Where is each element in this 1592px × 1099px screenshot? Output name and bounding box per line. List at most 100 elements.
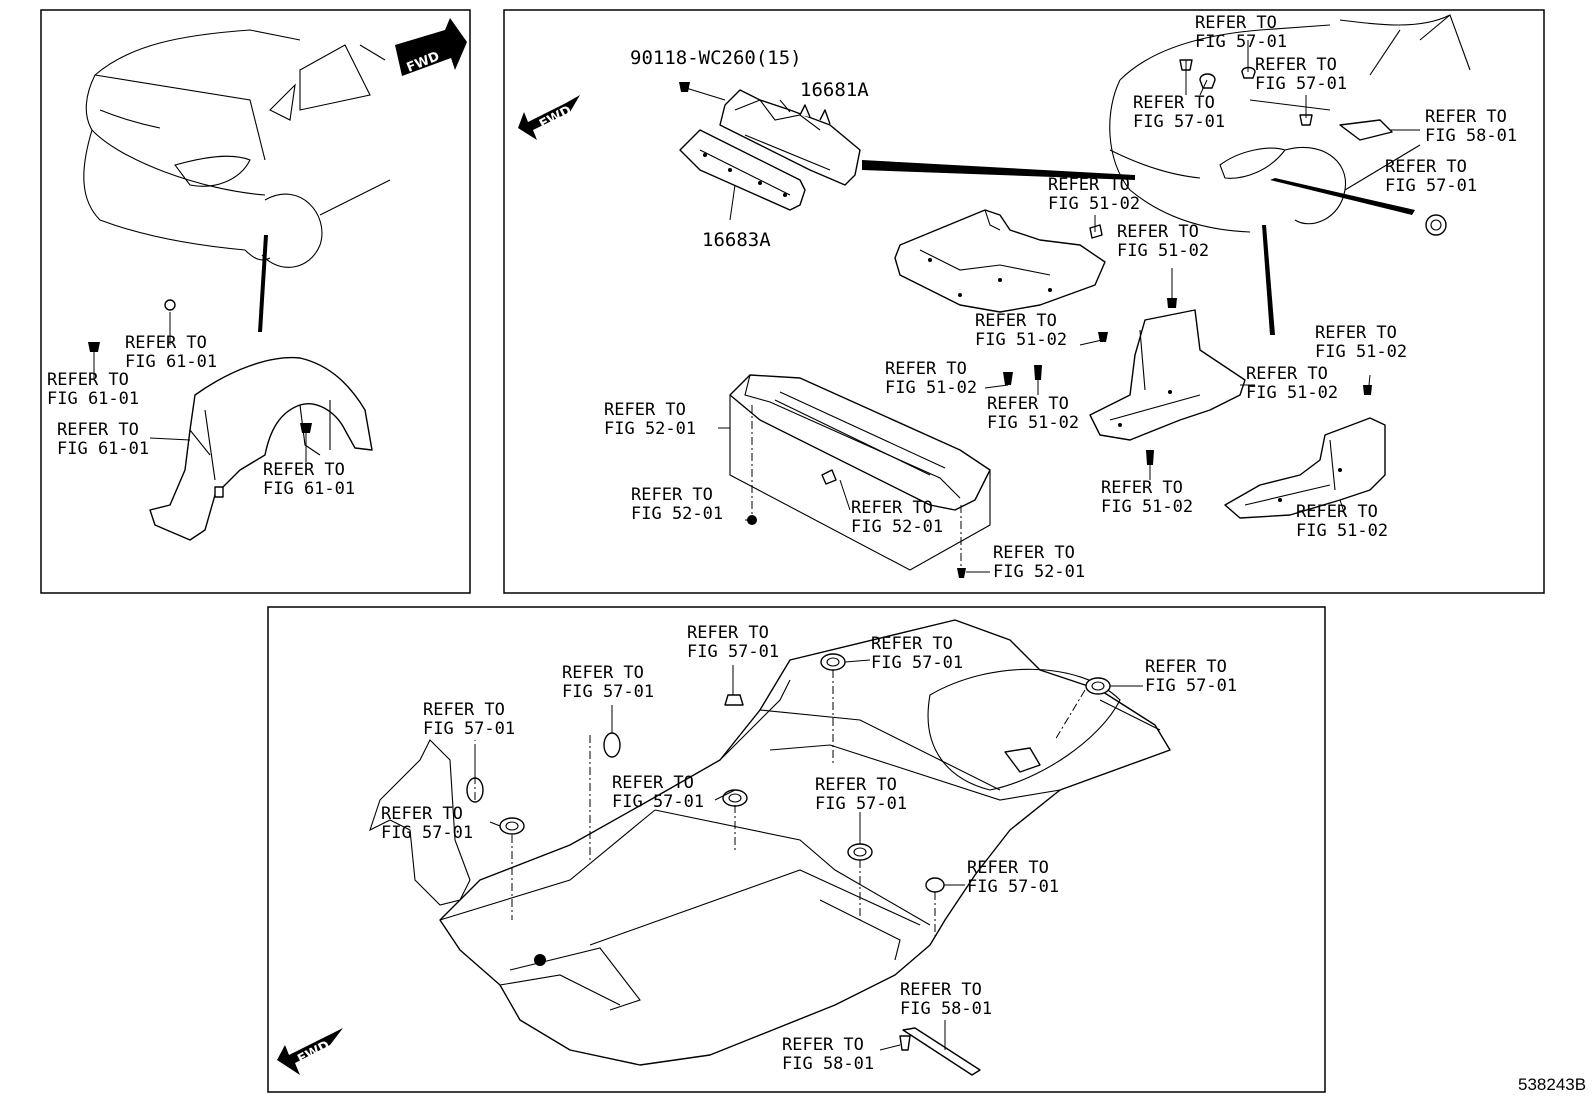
label-fig: FIG 61-01 xyxy=(125,352,217,372)
car-front-view-right xyxy=(1109,14,1471,233)
diagram-code: 538243B xyxy=(1518,1075,1586,1094)
label-refer-to: REFER TO xyxy=(47,370,129,390)
label-fig: FIG 57-01 xyxy=(1133,112,1225,132)
label-refer-to: REFER TO xyxy=(612,773,694,793)
label-refer-to: REFER TO xyxy=(1296,502,1378,522)
svg-text:FWD: FWD xyxy=(537,103,574,132)
fender-labels: REFER TO FIG 61-01 REFER TO FIG 61-01 RE… xyxy=(47,333,355,499)
label-refer-to: REFER TO xyxy=(57,420,139,440)
label-fig: FIG 57-01 xyxy=(1255,74,1347,94)
fender-liner-part xyxy=(149,356,373,541)
floor-grommets xyxy=(466,653,1111,1076)
label-fig: FIG 58-01 xyxy=(900,999,992,1019)
label-fig: FIG 51-02 xyxy=(1246,383,1338,403)
label-fig: FIG 57-01 xyxy=(381,823,473,843)
retainer-icon xyxy=(1089,224,1103,239)
label-fig: FIG 51-02 xyxy=(885,378,977,398)
label-refer-to: REFER TO xyxy=(1315,323,1397,343)
leader-clip xyxy=(685,87,726,101)
label-fig: FIG 51-02 xyxy=(1296,521,1388,541)
label-fig: FIG 57-01 xyxy=(687,642,779,662)
label-fig: FIG 57-01 xyxy=(871,653,963,673)
label-refer-to: REFER TO xyxy=(381,804,463,824)
clip-icon xyxy=(679,82,690,92)
label-refer-to: REFER TO xyxy=(1117,222,1199,242)
label-fig: FIG 51-02 xyxy=(1048,194,1140,214)
label-refer-to: REFER TO xyxy=(1255,55,1337,75)
part-number-clip: 90118-WC260(15) xyxy=(630,47,802,69)
label-fig: FIG 52-01 xyxy=(631,504,723,524)
side-cover-right xyxy=(1224,417,1386,519)
leader-bar-fender xyxy=(258,235,268,332)
part-number-16681A: 16681A xyxy=(800,79,869,101)
label-fig: FIG 57-01 xyxy=(423,719,515,739)
label-fig: FIG 51-02 xyxy=(987,413,1079,433)
leader-bar-bracket xyxy=(862,160,1135,180)
panel-fender-liner xyxy=(40,9,471,594)
label-fig: FIG 52-01 xyxy=(604,419,696,439)
label-fig: FIG 51-02 xyxy=(1101,497,1193,517)
fender-clips xyxy=(88,299,312,462)
label-refer-to: REFER TO xyxy=(885,359,967,379)
label-fig: FIG 57-01 xyxy=(815,794,907,814)
bracket-16683A xyxy=(679,129,806,211)
label-refer-to: REFER TO xyxy=(125,333,207,353)
label-refer-to: REFER TO xyxy=(871,634,953,654)
label-fig: FIG 57-01 xyxy=(1145,676,1237,696)
label-refer-to: REFER TO xyxy=(1385,157,1467,177)
leader-16683A xyxy=(729,184,736,221)
label-fig: FIG 51-02 xyxy=(1315,342,1407,362)
label-refer-to: REFER TO xyxy=(851,498,933,518)
label-refer-to: REFER TO xyxy=(967,858,1049,878)
label-fig: FIG 51-02 xyxy=(1117,241,1209,261)
label-refer-to: REFER TO xyxy=(423,700,505,720)
label-fig: FIG 57-01 xyxy=(612,792,704,812)
label-fig: FIG 58-01 xyxy=(1425,126,1517,146)
label-refer-to: REFER TO xyxy=(687,623,769,643)
label-refer-to: REFER TO xyxy=(1145,657,1227,677)
label-fig: FIG 57-01 xyxy=(1385,176,1477,196)
label-refer-to: REFER TO xyxy=(782,1035,864,1055)
label-fig: FIG 52-01 xyxy=(993,562,1085,582)
fwd-arrow-panel2: FWD xyxy=(518,95,580,140)
fwd-arrow-panel1: FWD xyxy=(395,18,467,76)
label-fig: FIG 61-01 xyxy=(47,389,139,409)
label-fig: FIG 51-02 xyxy=(975,330,1067,350)
label-refer-to: REFER TO xyxy=(1425,107,1507,127)
label-refer-to: REFER TO xyxy=(1133,93,1215,113)
svg-text:FWD: FWD xyxy=(295,1038,332,1067)
floor-leaders xyxy=(474,659,1143,1051)
fasteners-panel2 xyxy=(747,59,1447,578)
label-fig: FIG 58-01 xyxy=(782,1054,874,1074)
panel-floor-under-cover xyxy=(267,606,1326,1093)
label-refer-to: REFER TO xyxy=(1048,175,1130,195)
label-refer-to: REFER TO xyxy=(1246,364,1328,384)
label-refer-to: REFER TO xyxy=(631,485,713,505)
label-fig: FIG 61-01 xyxy=(263,479,355,499)
bracket-16681A xyxy=(719,89,861,186)
engine-under-cover xyxy=(894,209,1106,313)
label-refer-to: REFER TO xyxy=(975,311,1057,331)
label-refer-to: REFER TO xyxy=(263,460,345,480)
label-refer-to: REFER TO xyxy=(987,394,1069,414)
label-refer-to: REFER TO xyxy=(604,400,686,420)
part-number-16683A: 16683A xyxy=(702,229,771,251)
fwd-arrow-panel3: FWD xyxy=(277,1028,343,1075)
label-refer-to: REFER TO xyxy=(1195,13,1277,33)
label-fig: FIG 57-01 xyxy=(1195,32,1287,52)
label-refer-to: REFER TO xyxy=(562,663,644,683)
panel2-labels: REFER TO FIG 57-01 REFER TO FIG 57-01 RE… xyxy=(604,13,1517,582)
leader-bar-cover xyxy=(1262,225,1275,335)
label-refer-to: REFER TO xyxy=(993,543,1075,563)
leader-bar-grommet xyxy=(1270,178,1415,215)
leader-lines-panel2 xyxy=(718,40,1420,573)
label-fig: FIG 57-01 xyxy=(967,877,1059,897)
label-fig: FIG 52-01 xyxy=(851,517,943,537)
panel-front-under-cover xyxy=(503,9,1545,594)
label-refer-to: REFER TO xyxy=(1101,478,1183,498)
leader-16681A xyxy=(779,99,791,113)
side-cover-left xyxy=(1089,309,1246,441)
bumper-absorber xyxy=(729,374,991,571)
label-fig: FIG 61-01 xyxy=(57,439,149,459)
label-refer-to: REFER TO xyxy=(900,980,982,1000)
